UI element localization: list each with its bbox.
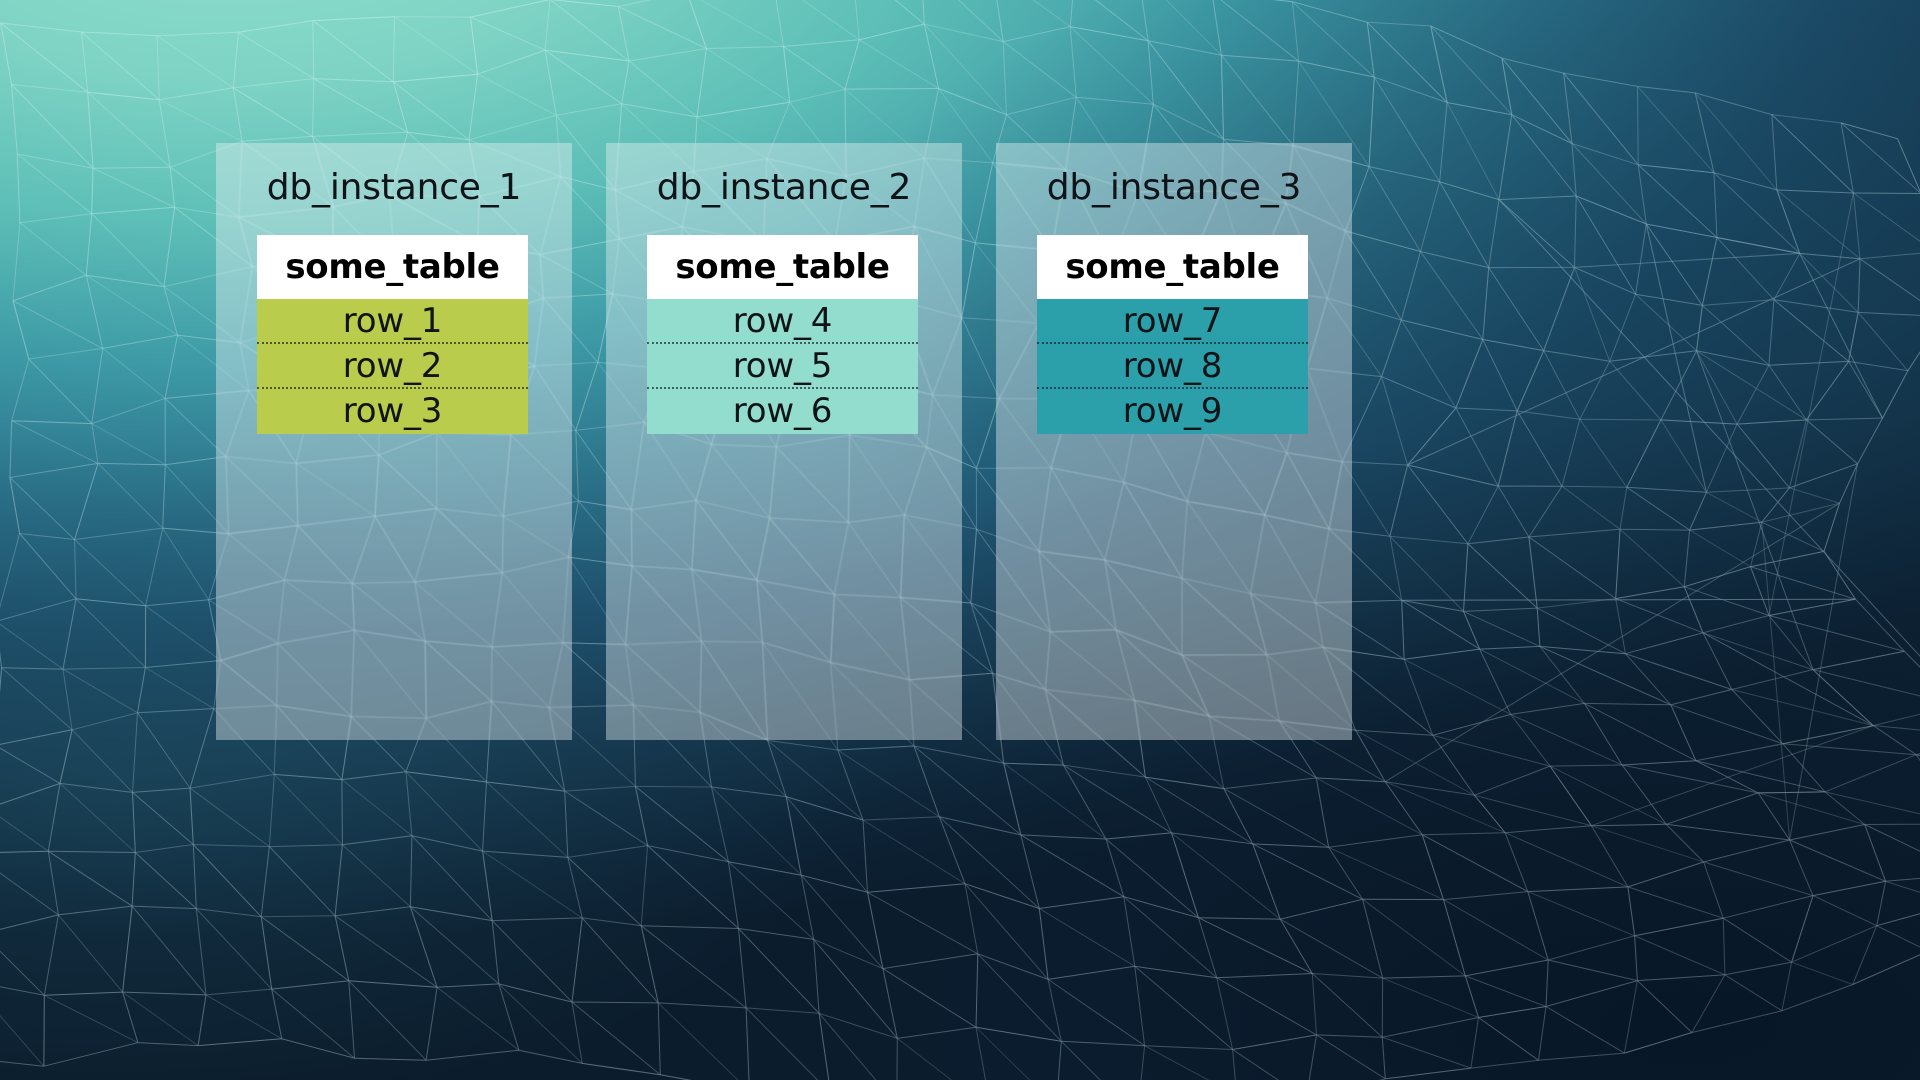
table-row[interactable]: row_8 xyxy=(1037,344,1308,389)
table-row[interactable]: row_2 xyxy=(257,344,528,389)
table-rows: row_4 row_5 row_6 xyxy=(647,299,918,434)
db-instance-2-panel[interactable]: db_instance_2 some_table row_4 row_5 row… xyxy=(606,143,962,740)
table-row[interactable]: row_6 xyxy=(732,391,833,431)
db-instance-3-table[interactable]: some_table row_7 row_8 row_9 xyxy=(1037,235,1308,434)
table-row[interactable]: row_5 xyxy=(647,344,918,389)
table-name-header: some_table xyxy=(257,235,528,299)
table-row[interactable]: row_3 xyxy=(342,391,443,431)
db-instance-2-table[interactable]: some_table row_4 row_5 row_6 xyxy=(647,235,918,434)
table-name-header: some_table xyxy=(1037,235,1308,299)
table-rows: row_1 row_2 row_3 xyxy=(257,299,528,434)
db-instance-2-title: db_instance_2 xyxy=(656,167,912,208)
db-instance-1-title: db_instance_1 xyxy=(266,167,522,208)
table-row[interactable]: row_1 xyxy=(257,299,528,344)
table-row[interactable]: row_4 xyxy=(647,299,918,344)
table-row[interactable]: row_9 xyxy=(1122,391,1223,431)
db-instance-1-panel[interactable]: db_instance_1 some_table row_1 row_2 row… xyxy=(216,143,572,740)
db-instance-3-title: db_instance_3 xyxy=(1046,167,1302,208)
table-name-header: some_table xyxy=(647,235,918,299)
db-instance-3-panel[interactable]: db_instance_3 some_table row_7 row_8 row… xyxy=(996,143,1352,740)
table-rows: row_7 row_8 row_9 xyxy=(1037,299,1308,434)
db-instance-1-table[interactable]: some_table row_1 row_2 row_3 xyxy=(257,235,528,434)
table-row[interactable]: row_7 xyxy=(1037,299,1308,344)
